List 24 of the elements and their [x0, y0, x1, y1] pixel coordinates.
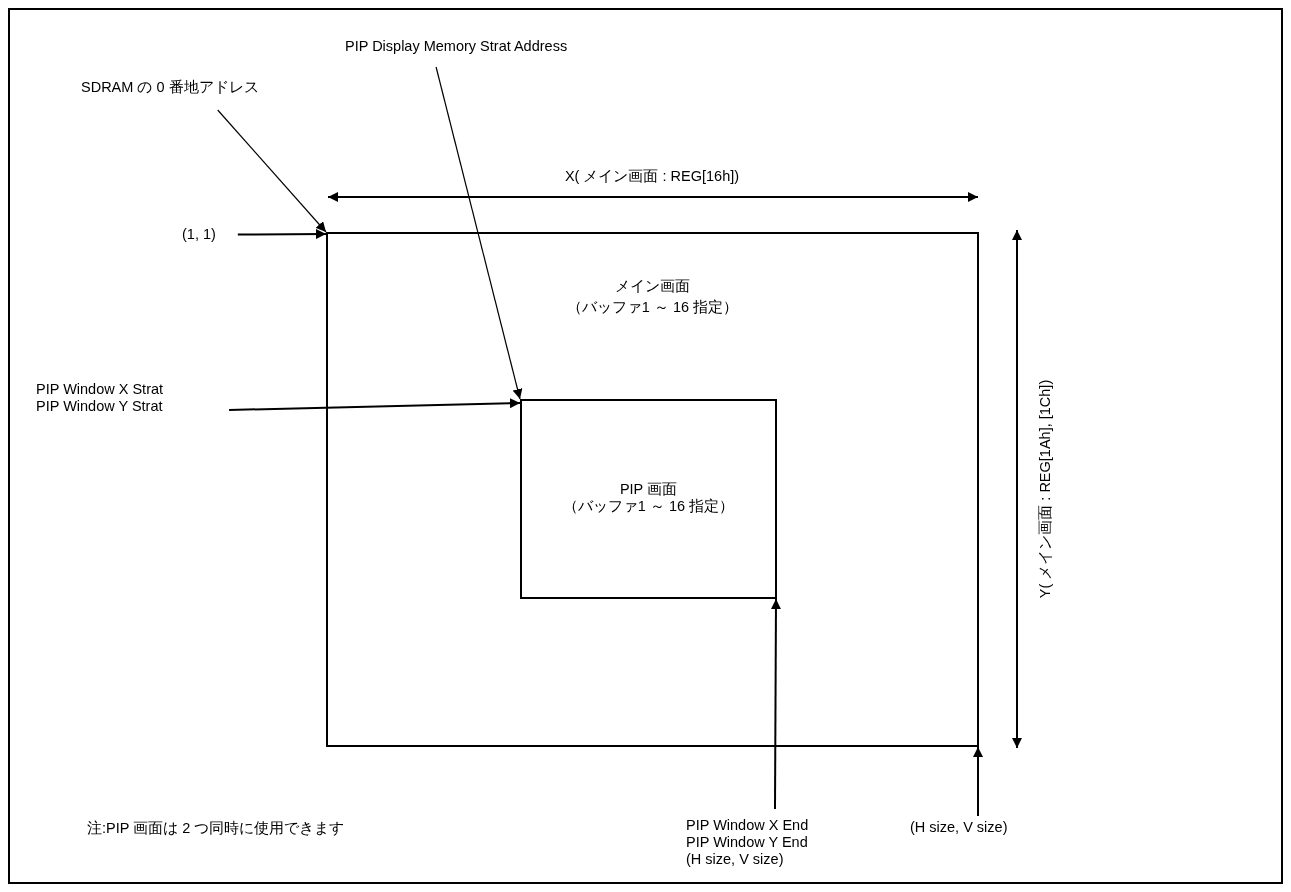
- arrow: [973, 746, 983, 817]
- pip-window-box: [520, 399, 777, 599]
- callout-text: PIP Window Y Strat: [36, 398, 164, 415]
- box-label: （バッファ1 ～ 16 指定）: [565, 298, 740, 317]
- callout-text: SDRAM の 0 番地アドレス: [81, 79, 259, 96]
- box-label: メイン画面: [614, 277, 691, 296]
- note-text: 注:PIP 画面は 2 つ同時に使用できます: [87, 820, 345, 837]
- arrow: [217, 109, 327, 233]
- callout-text: PIP Window Y End: [686, 834, 809, 851]
- callout-text: (H size, V size): [686, 851, 785, 868]
- arrow: [236, 229, 327, 240]
- callout-text: PIP Window X Strat: [36, 381, 164, 398]
- callout-text: (H size, V size): [910, 819, 1008, 836]
- arrow: [228, 398, 521, 411]
- arrow: [770, 598, 781, 810]
- dimension-label: Y( メイン画面 : REG[1Ah], [1Ch]): [1036, 379, 1054, 599]
- arrow: [435, 66, 523, 400]
- main-screen-box: [326, 232, 979, 747]
- box-label: PIP 画面: [618, 481, 679, 498]
- box-label: （バッファ1 ～ 16 指定）: [561, 498, 736, 515]
- callout-text: (1, 1): [182, 226, 216, 243]
- dimension-label: X( メイン画面 : REG[16h]): [564, 168, 740, 185]
- callout-text: PIP Display Memory Strat Address: [345, 38, 568, 55]
- callout-text: PIP Window X End: [686, 817, 809, 834]
